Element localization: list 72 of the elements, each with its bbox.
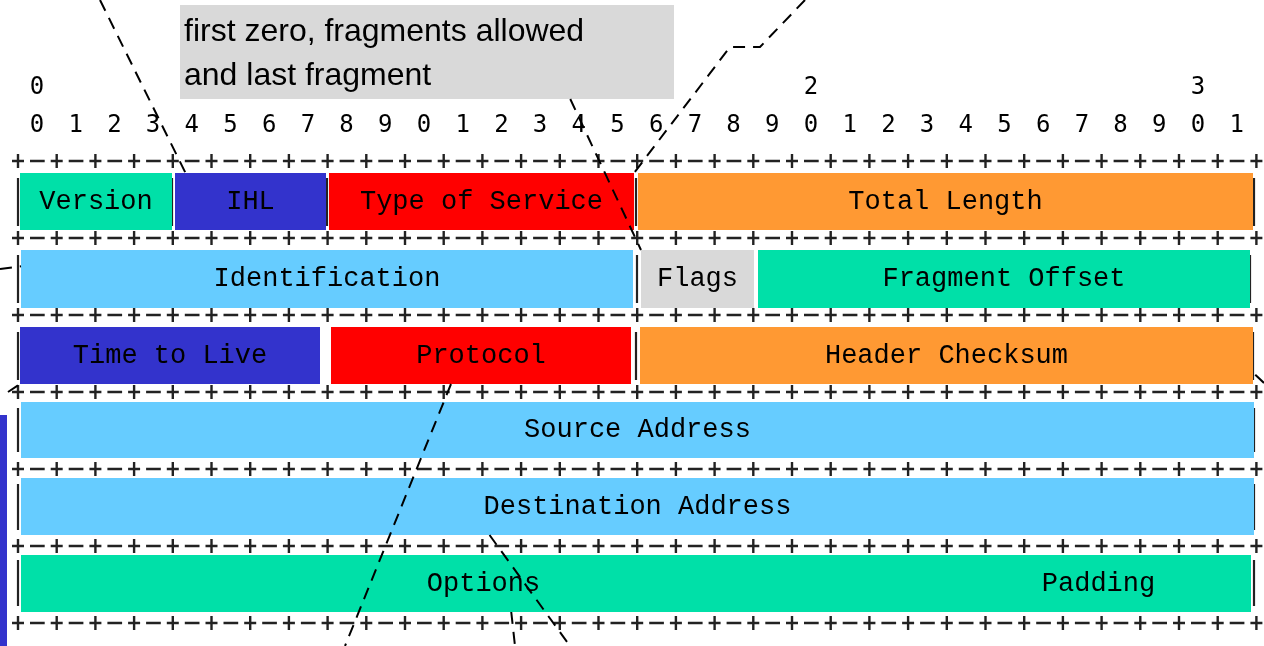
leader-line (7, 383, 21, 393)
field-name: Header Checksum (824, 340, 1068, 371)
header-field (331, 327, 631, 384)
bit-number: 0 (416, 110, 432, 138)
bit-number: 0 (29, 110, 45, 138)
header-field (946, 555, 1251, 612)
header-field (758, 250, 1250, 308)
bit-number: 5 (610, 110, 625, 138)
bit-number: 8 (726, 110, 741, 138)
bit-number: 2 (881, 110, 896, 138)
bit-number: 5 (997, 110, 1012, 138)
leader-line (0, 265, 22, 270)
bit-number: 9 (378, 110, 393, 138)
bit-number: 1 (842, 110, 857, 138)
bit-number: 9 (765, 110, 780, 138)
field-name: Identification (213, 264, 441, 294)
bit-number: 6 (1035, 110, 1051, 138)
bit-number: 1 (455, 110, 470, 138)
field-name: IHL (226, 186, 275, 217)
header-field (175, 173, 326, 230)
callout-text: first zero, fragments allowed and last fragment (183, 11, 586, 94)
header-field (329, 173, 634, 230)
bit-number: 2 (494, 110, 509, 138)
header-field (21, 555, 946, 612)
bit-number: 7 (300, 110, 316, 138)
field-name: Destination Address (483, 491, 792, 522)
leader-line (569, 98, 642, 251)
bit-number: 3 (145, 110, 161, 138)
header-field (641, 250, 754, 308)
bit-number: 4 (184, 110, 199, 138)
bit-number: 1 (68, 110, 83, 138)
header-field (638, 173, 1253, 230)
callout-box (180, 5, 674, 99)
bit-number: 3 (532, 110, 548, 138)
leader-line (344, 383, 452, 646)
header-field (21, 402, 1254, 458)
bit-number: 5 (223, 110, 238, 138)
leader-line (99, 0, 187, 174)
bit-number: 4 (958, 110, 973, 138)
bit-number: 0 (29, 72, 45, 100)
bit-number: 2 (107, 110, 122, 138)
bit-number: 9 (1152, 110, 1167, 138)
bit-number: 8 (339, 110, 354, 138)
leader-line (633, 0, 806, 174)
bit-number: 7 (1074, 110, 1090, 138)
bit-number: 7 (687, 110, 703, 138)
bit-number: 6 (261, 110, 277, 138)
field-name: Type of Service (359, 186, 603, 217)
header-field (20, 173, 172, 230)
bit-number: 8 (1113, 110, 1128, 138)
field-name: Total Length (848, 186, 1043, 217)
bit-number: 6 (648, 110, 664, 138)
header-field (21, 478, 1254, 535)
bit-number: 1 (1229, 110, 1244, 138)
field-name: Time to Live (72, 340, 268, 371)
field-name: Fragment Offset (882, 264, 1126, 294)
header-field (20, 327, 320, 384)
bit-number: 3 (1190, 72, 1206, 100)
field-name: Source Address (524, 415, 751, 445)
bit-number: 0 (1190, 110, 1206, 138)
header-field (640, 327, 1253, 384)
bit-number: 0 (803, 110, 819, 138)
leader-line (510, 611, 516, 646)
field-name: Protocol (416, 340, 546, 371)
field-name: Options (426, 568, 541, 599)
header-field (21, 250, 633, 308)
bit-number: 3 (919, 110, 935, 138)
field-name: Padding (1041, 568, 1156, 599)
leader-line (1252, 371, 1264, 384)
field-name: Version (39, 186, 153, 217)
field-name: Flags (657, 264, 738, 294)
bit-number: 2 (803, 72, 819, 100)
